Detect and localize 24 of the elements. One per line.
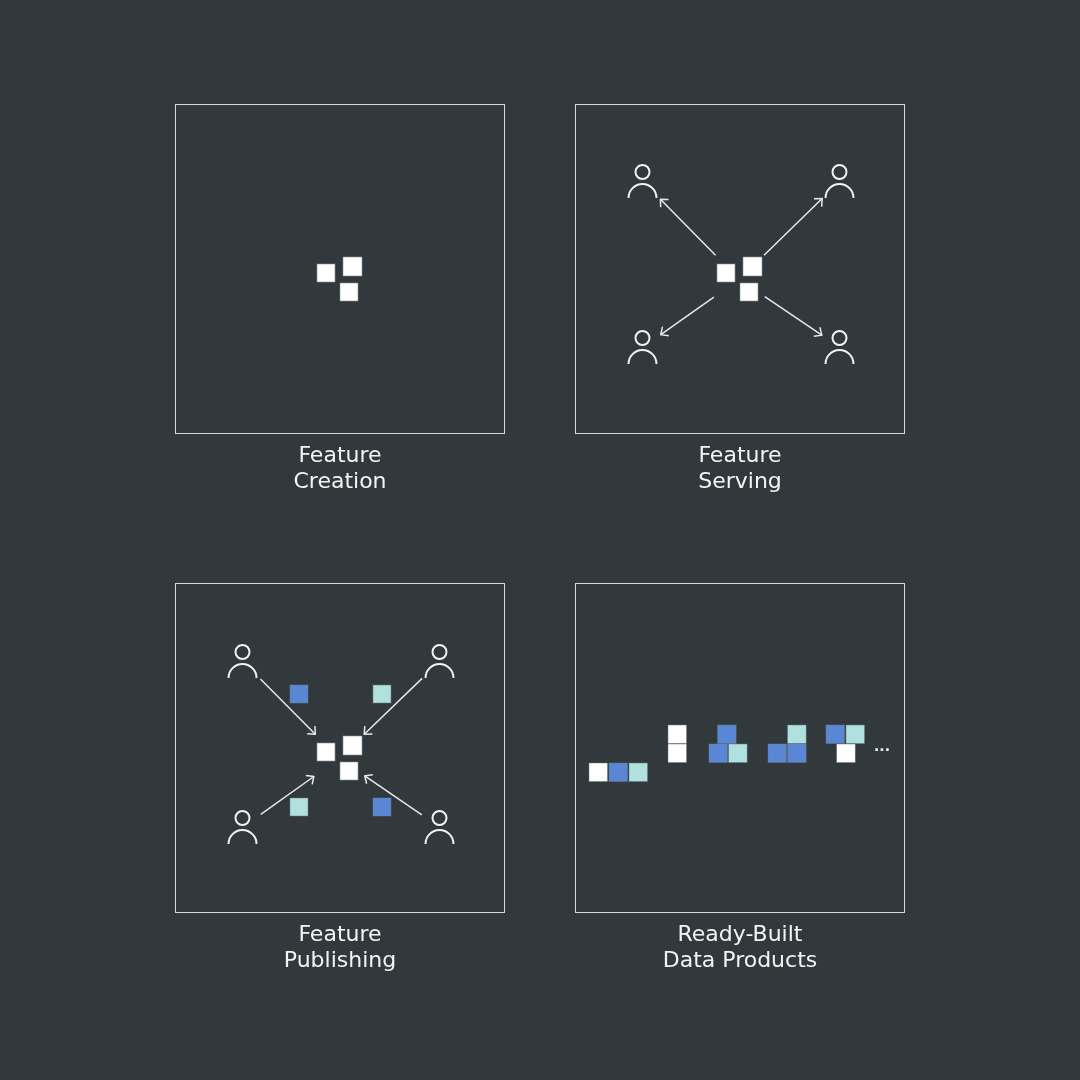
- blocks-icon: [316, 257, 362, 301]
- person-icon: [824, 330, 855, 364]
- person-icon: [424, 644, 455, 678]
- ellipsis-text: ...: [874, 739, 890, 753]
- arrow: [364, 773, 423, 816]
- person-icon: [627, 164, 658, 198]
- arrow: [659, 198, 717, 256]
- arrow: [363, 677, 423, 735]
- arrow: [764, 295, 823, 338]
- panel-caption: Feature Creation: [292, 442, 388, 494]
- blocks-icon: [316, 736, 362, 780]
- arrow: [260, 774, 315, 816]
- person-icon: [424, 810, 455, 844]
- blocks-icon: [716, 257, 762, 301]
- arrow: [259, 678, 317, 735]
- person-icon: [227, 644, 258, 678]
- person-icon: [627, 330, 658, 364]
- arrow: [763, 197, 823, 256]
- panel-caption: Feature Publishing: [282, 921, 398, 973]
- panel-caption: Ready-Built Data Products: [661, 921, 819, 973]
- panel-caption: Feature Serving: [697, 442, 783, 494]
- person-icon: [227, 810, 258, 844]
- arrow: [660, 296, 715, 337]
- person-icon: [824, 164, 855, 198]
